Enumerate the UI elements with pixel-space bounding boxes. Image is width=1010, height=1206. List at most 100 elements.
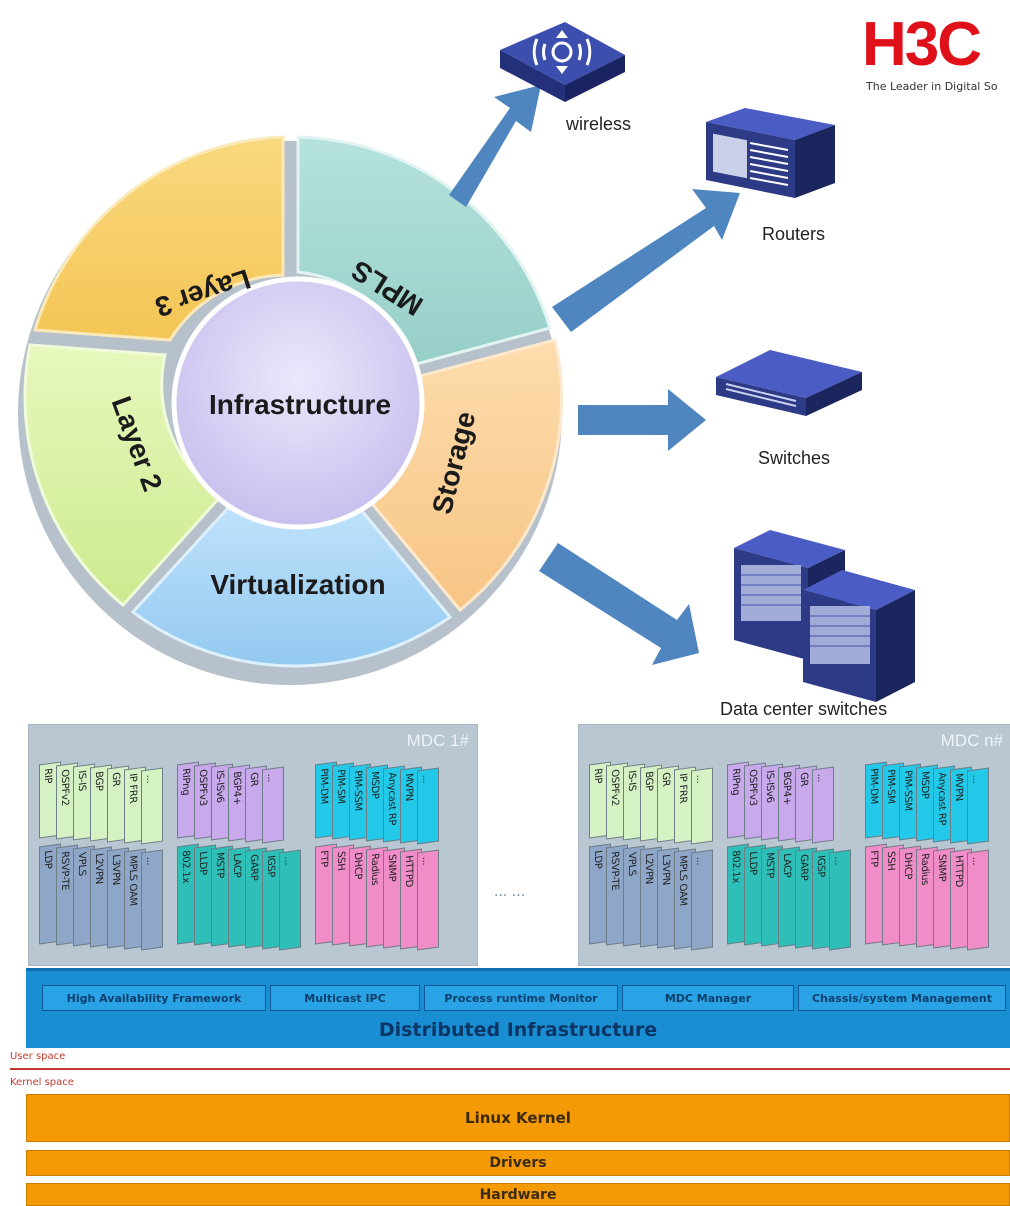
mdc-1-title: MDC 1# [406,731,469,750]
label-datacenter-switches: Data center switches [720,699,888,719]
protocol-label: MSDP [369,770,380,800]
protocol-label: LACP [231,852,242,879]
datacenter-switch-icon [734,530,915,702]
protocol-label: PIM-SSM [902,769,913,812]
protocol-label: IP FRR [677,772,688,805]
protocol-label: BGP [93,770,104,792]
protocol-label: IS-IS [626,769,637,792]
protocol-label: LLDP [197,850,208,876]
protocol-label: Radius [369,852,380,886]
protocol-label: MSDP [919,770,930,800]
segment-layer2 [23,343,223,608]
protocol-label: MPLS OAM [677,854,688,907]
arrow-to-routers [552,189,740,332]
dist-title: Distributed Infrastructure [378,1019,658,1041]
label-switches: Switches [758,448,831,468]
protocol-card: ... [967,849,989,951]
protocol-label: SSH [885,850,896,872]
protocol-label: Anycast RP [936,771,947,827]
protocol-label: IGSP [815,854,826,879]
protocol-label: LDP [592,849,603,870]
dist-box-ipc: Multicast IPC [270,985,420,1011]
protocol-label: BGP [643,770,654,792]
protocol-label: BGP4+ [231,770,242,806]
infrastructure-diagram: Infrastructure Layer 3 MPLS Storage Virt… [18,22,915,702]
protocol-label: RIPng [730,767,741,797]
protocol-label: LDP [42,849,53,870]
switch-icon [716,350,862,416]
protocol-label: HTTPD [403,854,414,888]
protocol-card: ... [967,767,989,845]
protocol-label: GARP [798,853,809,882]
user-space-label: User space [10,1051,66,1062]
protocol-card: ... [141,767,163,845]
dist-box-monitor: Process runtime Monitor [424,985,618,1011]
protocol-label: MSTP [214,851,225,880]
dist-box-mdc-manager: MDC Manager [622,985,794,1011]
drivers-bar: Drivers [26,1150,1010,1176]
protocol-label: L3VPN [110,853,121,886]
protocol-label: ... [832,855,843,866]
protocol-label: ... [420,855,431,866]
protocol-label: RIPng [180,767,191,797]
protocol-label: HTTPD [953,854,964,888]
protocol-label: 802.1x [730,849,741,884]
protocol-card: ... [829,849,851,951]
arrow-to-switches [578,389,706,451]
protocol-label: MSTP [764,851,775,880]
protocol-card: ... [417,767,439,845]
protocol-label: PIM-DM [318,767,329,805]
protocol-label: SNMP [936,853,947,883]
protocol-card: ... [812,766,834,844]
protocol-label: L2VPN [93,852,104,885]
protocol-label: ... [420,773,431,784]
label-routers: Routers [762,224,826,244]
protocol-label: GR [660,771,671,788]
protocol-label: ... [144,773,155,784]
protocol-label: GR [798,771,809,788]
protocol-card: ... [691,767,713,845]
protocol-label: GR [248,771,259,788]
protocol-label: MPLS OAM [127,854,138,907]
protocol-label: MVPN [953,772,964,802]
h3c-logo: H3C [862,10,982,79]
mdc-ellipsis: ... ... [494,884,526,900]
kernel-space-label: Kernel space [10,1077,74,1088]
protocol-card: ... [279,849,301,951]
arrow-to-datacenter [539,543,699,665]
protocol-label: Anycast RP [386,771,397,827]
protocol-label: FTP [318,849,329,868]
protocol-label: DHCP [352,851,363,881]
protocol-label: ... [265,772,276,783]
protocol-label: ... [815,772,826,783]
wireless-ap-icon [500,22,625,102]
protocol-label: MVPN [403,772,414,802]
protocol-label: ... [694,773,705,784]
protocol-label: L2VPN [643,852,654,885]
protocol-label: RIP [42,767,53,785]
protocol-label: GR [110,771,121,788]
protocol-label: LLDP [747,850,758,876]
label-wireless: wireless [566,114,632,134]
dist-box-ha: High Availability Framework [42,985,266,1011]
protocol-label: RIP [592,767,603,785]
center-circle [171,276,425,530]
protocol-label: RSVP-TE [609,850,620,892]
protocol-label: ... [282,855,293,866]
router-icon [706,108,835,198]
protocol-label: VPLS [76,851,87,877]
segment-layer3 [33,135,285,342]
label-infrastructure: Infrastructure [209,389,391,420]
dist-box-chassis: Chassis/system Management [798,985,1006,1011]
protocol-label: DHCP [902,851,913,881]
protocol-label: Radius [919,852,930,886]
protocol-label: ... [694,855,705,866]
protocol-label: IP FRR [127,772,138,805]
hardware-bar: Hardware [26,1183,1010,1206]
protocol-card: ... [417,849,439,951]
protocol-label: IS-ISv6 [214,769,225,804]
protocol-label: IS-ISv6 [764,769,775,804]
brand-tagline: The Leader in Digital So [866,80,998,93]
